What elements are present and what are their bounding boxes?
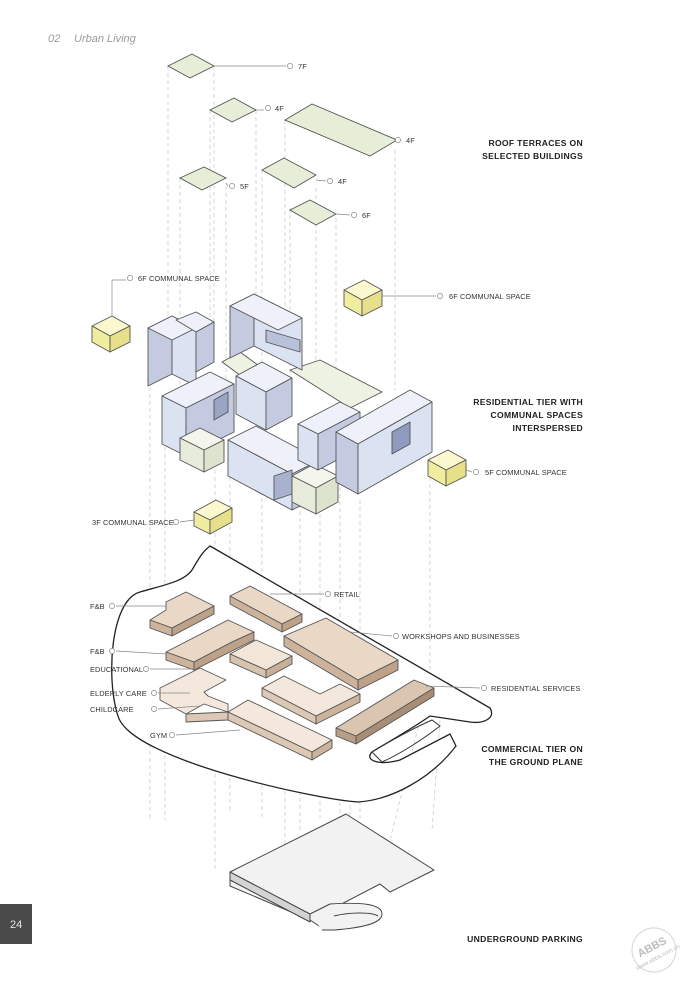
page-number: 24	[10, 919, 22, 931]
roof-label-5: 4F	[338, 177, 347, 186]
fnb-block-top	[149, 591, 215, 637]
roof-terrace-6f	[289, 199, 337, 226]
roof-label-1: 7F	[298, 62, 307, 71]
chapter-number: 02	[48, 33, 60, 45]
retail-block	[229, 585, 303, 633]
elderly-care-block	[159, 667, 229, 723]
tier-title-residential-line1: RESIDENTIAL TIER WITH	[473, 397, 583, 407]
fnb-block-lower	[165, 619, 255, 671]
tier-title-parking: UNDERGROUND PARKING	[467, 934, 583, 944]
commercial-leaders	[109, 591, 487, 738]
tier-titles: ROOF TERRACES ON SELECTED BUILDINGS RESI…	[467, 138, 583, 944]
underground-parking	[229, 813, 435, 931]
commercial-label-fnb-top: F&B	[90, 602, 105, 611]
tier-title-residential-line2: COMMUNAL SPACES	[490, 410, 583, 420]
tier-title-roof-line1: ROOF TERRACES ON	[488, 138, 583, 148]
commercial-tier	[111, 545, 493, 803]
roof-label-2: 4F	[275, 104, 284, 113]
communal-cube-5f	[427, 449, 467, 487]
roof-terrace-4f-long	[284, 103, 398, 157]
communal-spaces	[91, 279, 467, 535]
roof-terrace-4f-small	[209, 97, 257, 123]
roof-label-6: 6F	[362, 211, 371, 220]
roof-label-3: 4F	[406, 136, 415, 145]
commercial-label-childcare: CHILDCARE	[90, 705, 134, 714]
site-boundary	[111, 545, 493, 803]
residential-tier	[147, 293, 433, 515]
commercial-label-fnb-lower: F&B	[90, 647, 105, 656]
communal-cube-6f-left	[91, 315, 131, 353]
educational-block	[229, 639, 293, 679]
commercial-label-residential-services: RESIDENTIAL SERVICES	[491, 684, 580, 693]
roof-terrace-4f-mid	[261, 157, 317, 189]
commercial-label-gym: GYM	[150, 731, 167, 740]
roof-terrace-7f	[167, 53, 215, 79]
communal-label-5f: 5F COMMUNAL SPACE	[485, 468, 567, 477]
tier-title-commercial-line1: COMMERCIAL TIER ON	[481, 744, 583, 754]
communal-label-6f-right: 6F COMMUNAL SPACE	[449, 292, 531, 301]
commercial-label-workshops: WORKSHOPS AND BUSINESSES	[402, 632, 520, 641]
watermark-logo: ABBS www.abbs.com.cn	[631, 927, 681, 973]
chapter-title: Urban Living	[74, 33, 137, 45]
page-number-box	[0, 904, 32, 944]
communal-label-6f-left: 6F COMMUNAL SPACE	[138, 274, 220, 283]
residential-services-block	[261, 675, 361, 725]
communal-cube-6f-right	[343, 279, 383, 317]
workshops-block	[283, 617, 399, 691]
communal-cube-3f	[193, 499, 233, 535]
roof-terraces	[167, 53, 398, 226]
roof-label-4: 5F	[240, 182, 249, 191]
communal-leaders	[111, 275, 479, 525]
residential-services-annex	[335, 679, 435, 745]
roof-leaders	[214, 63, 401, 218]
tier-title-commercial-line2: THE GROUND PLANE	[489, 757, 583, 767]
commercial-label-elderly-care: ELDERLY CARE	[90, 689, 147, 698]
commercial-label-educational: EDUCATIONAL	[90, 665, 143, 674]
gym-block	[227, 699, 333, 761]
commercial-label-retail: RETAIL	[334, 590, 360, 599]
roof-terrace-5f	[178, 166, 228, 191]
tier-title-residential-line3: INTERSPERSED	[513, 423, 583, 433]
communal-label-3f: 3F COMMUNAL SPACE	[92, 518, 174, 527]
tier-title-roof-line2: SELECTED BUILDINGS	[482, 151, 583, 161]
